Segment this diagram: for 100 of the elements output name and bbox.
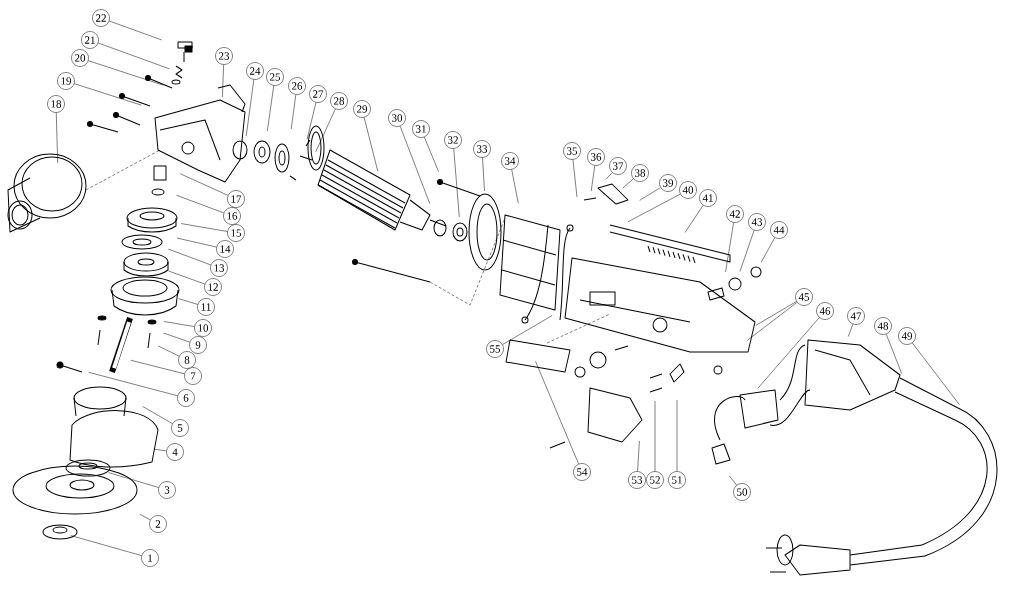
leader-line <box>639 187 661 201</box>
leader-line <box>88 372 178 396</box>
callout-number: 8 <box>178 351 196 369</box>
callout-number: 28 <box>330 92 348 110</box>
callout-number: 45 <box>795 288 813 306</box>
leader-line <box>912 342 960 406</box>
leader-line <box>622 178 634 189</box>
leader-line <box>176 237 217 248</box>
callout-number: 52 <box>646 471 664 489</box>
callout-number: 49 <box>898 327 916 345</box>
leader-line <box>315 108 336 153</box>
leader-line <box>139 514 151 521</box>
callout-number: 29 <box>353 100 371 118</box>
callout-number: 35 <box>563 142 581 160</box>
leader-line <box>157 345 180 357</box>
callout-number: 4 <box>166 443 184 461</box>
leader-line <box>130 359 185 375</box>
leader-line <box>637 440 640 472</box>
callout-number: 18 <box>47 95 65 113</box>
leader-line <box>88 60 164 86</box>
callout-number: 6 <box>177 389 195 407</box>
leader-line <box>168 248 212 266</box>
leader-line <box>168 270 205 285</box>
callout-number: 13 <box>210 259 228 277</box>
callout-number: 11 <box>197 298 215 316</box>
leader-line <box>222 64 224 98</box>
leader-line <box>399 125 431 204</box>
callout-number: 21 <box>81 31 99 49</box>
callout-number: 43 <box>748 213 766 231</box>
leader-line <box>605 172 613 180</box>
leader-line <box>245 79 255 137</box>
callout-number: 34 <box>501 152 519 170</box>
leader-line <box>70 535 142 556</box>
callout-number: 5 <box>171 419 189 437</box>
callout-number: 23 <box>215 47 233 65</box>
leader-line <box>627 193 681 223</box>
leader-line <box>654 400 656 472</box>
leader-line <box>424 136 439 172</box>
callout-number: 12 <box>204 278 222 296</box>
callout-number: 55 <box>486 340 504 358</box>
leader-line <box>535 361 579 465</box>
leader-line <box>684 205 704 233</box>
callout-number: 36 <box>587 148 605 166</box>
callout-number: 1 <box>141 549 159 567</box>
leader-line <box>176 194 225 214</box>
callout-number: 54 <box>573 463 591 481</box>
leader-line <box>590 165 596 192</box>
callout-number: 7 <box>184 367 202 385</box>
leader-line <box>178 298 198 305</box>
callout-number: 31 <box>412 120 430 138</box>
callout-number: 40 <box>679 181 697 199</box>
callout-number: 37 <box>609 157 627 175</box>
callout-number: 42 <box>726 205 744 223</box>
leader-line <box>739 230 755 272</box>
callout-number: 46 <box>816 302 834 320</box>
callout-number: 2 <box>149 515 167 533</box>
leader-line <box>153 448 167 452</box>
leader-line <box>163 321 195 327</box>
callout-number: 19 <box>57 72 75 90</box>
callout-number: 14 <box>216 240 234 258</box>
leader-line <box>363 117 379 172</box>
leader-line <box>56 112 58 164</box>
leader-line <box>511 169 519 204</box>
callout-number: 44 <box>770 221 788 239</box>
callout-number: 27 <box>309 85 327 103</box>
leader-line <box>885 333 902 374</box>
callout-number: 9 <box>189 336 207 354</box>
leader-line <box>847 323 854 337</box>
callout-number: 10 <box>194 319 212 337</box>
leader-line <box>757 317 820 389</box>
leader-line <box>267 85 274 132</box>
callout-number: 16 <box>223 207 241 225</box>
callout-number: 48 <box>874 317 892 335</box>
callout-number: 47 <box>847 307 865 325</box>
callout-number: 17 <box>227 190 245 208</box>
leader-line <box>109 20 162 41</box>
leader-line <box>453 148 460 218</box>
callout-number: 15 <box>227 224 245 242</box>
callout-number: 41 <box>699 189 717 207</box>
callout-number: 24 <box>246 62 264 80</box>
callout-number: 20 <box>71 49 89 67</box>
leader-line <box>482 157 485 192</box>
callout-number: 51 <box>668 471 686 489</box>
callout-number: 50 <box>733 483 751 501</box>
leader-line <box>180 223 228 232</box>
leader-line <box>179 173 229 196</box>
callout-number: 38 <box>631 164 649 182</box>
leader-line <box>761 237 776 263</box>
callout-number: 25 <box>266 68 284 86</box>
leader-line <box>725 222 734 273</box>
leader-line <box>676 399 678 472</box>
leader-line <box>502 315 553 345</box>
callout-number: 30 <box>388 109 406 127</box>
leader-line <box>746 302 798 341</box>
callout-number: 3 <box>158 481 176 499</box>
leader-line <box>572 159 578 198</box>
callout-number: 32 <box>444 131 462 149</box>
leader-line <box>163 332 190 343</box>
leader-line <box>755 301 797 326</box>
leader-line <box>729 475 737 486</box>
